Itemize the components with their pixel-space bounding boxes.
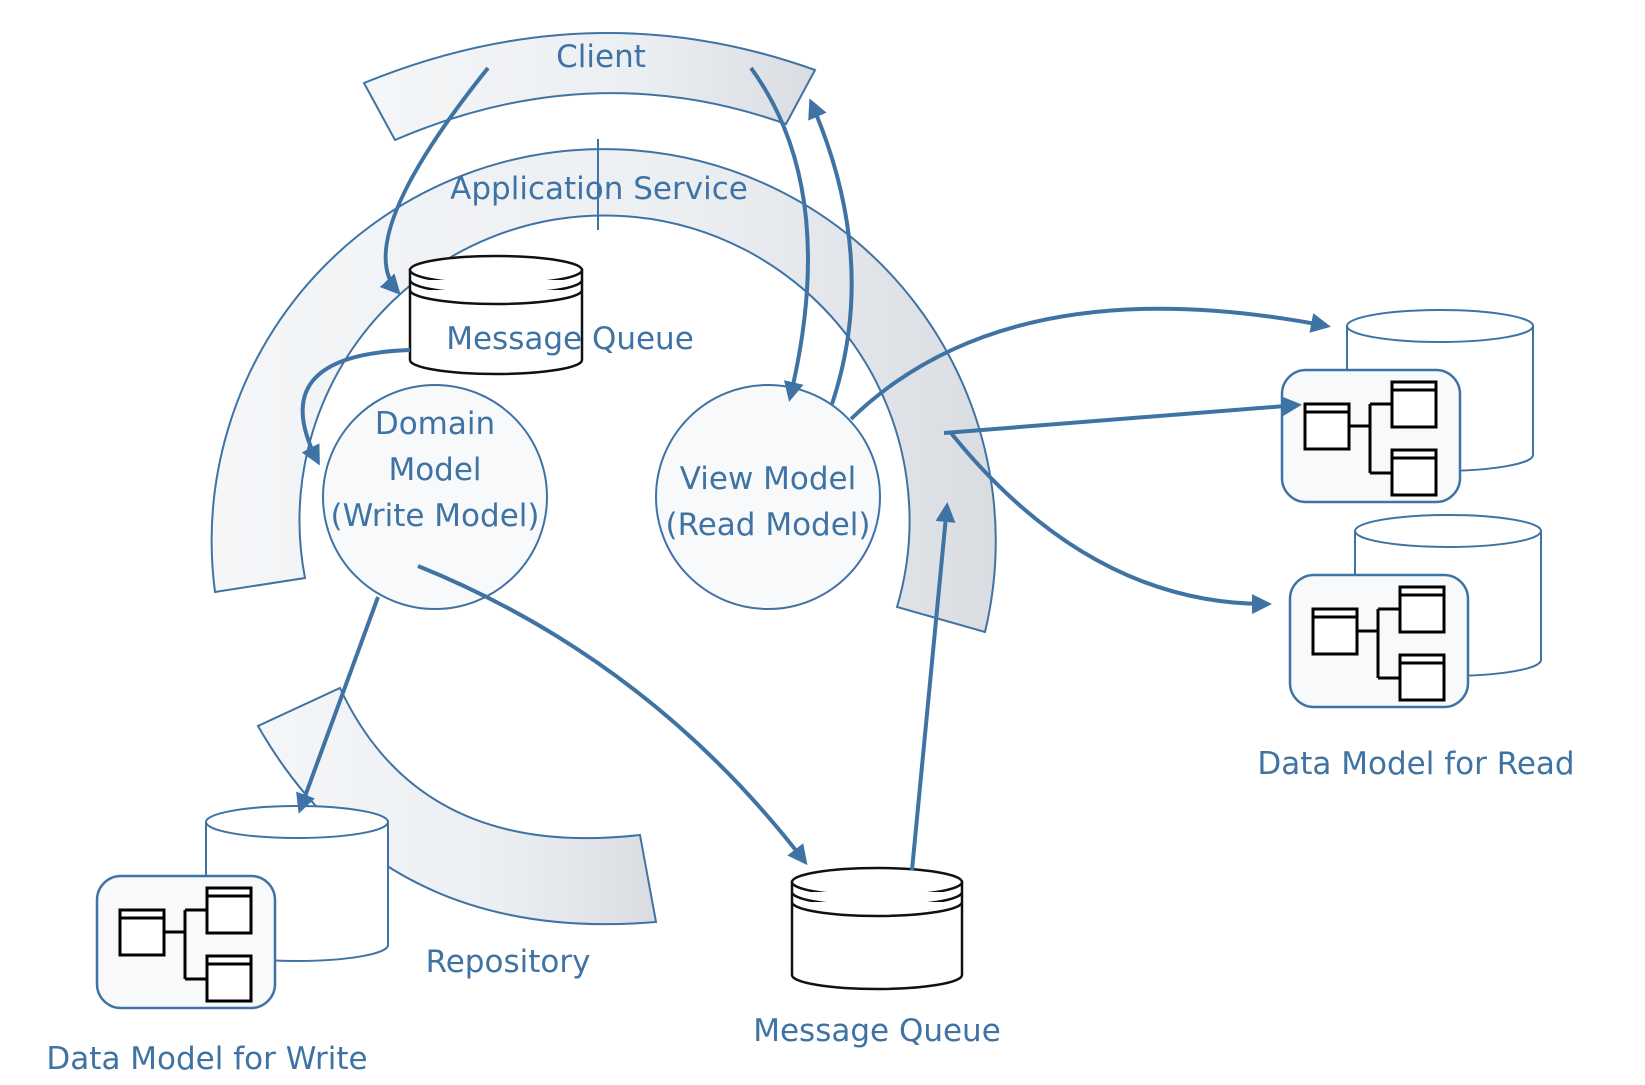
arrow-domain-model-to-message-queue	[417, 564, 808, 866]
domain-model-label-line-1: Domain	[375, 406, 495, 442]
uml-class-diagram-icon	[1303, 380, 1438, 497]
uml-class-diagram-icon	[1311, 585, 1446, 702]
view-model-label-line-1: View Model	[680, 461, 857, 497]
arrow-message-queue-to-app-service	[910, 502, 956, 871]
domain-model-label-line-3: (Write Model)	[331, 498, 540, 534]
data-model-read-card-1	[1280, 368, 1462, 504]
arrow-view-model-to-client	[808, 98, 854, 405]
repository-label: Repository	[426, 944, 591, 980]
data-model-read-card-2	[1288, 573, 1470, 709]
data-model-read-label: Data Model for Read	[1257, 746, 1574, 782]
arrow-domain-model-to-repository	[296, 596, 380, 814]
client-label: Client	[556, 39, 646, 75]
message-queue-bottom-icon	[790, 866, 964, 991]
message-queue-bottom-label: Message Queue	[753, 1013, 1001, 1049]
view-model-circle	[655, 384, 881, 610]
domain-model-label-line-2: Model	[388, 452, 481, 488]
domain-model-circle	[322, 384, 548, 610]
arrow-view-model-to-read-db	[849, 306, 1331, 421]
uml-class-diagram-icon	[118, 886, 253, 1003]
application-service-label: Application Service	[450, 171, 748, 207]
application-service-band	[210, 148, 997, 634]
client-band	[362, 32, 817, 142]
arrow-client-to-message-queue	[379, 66, 490, 295]
data-model-write-card	[95, 874, 277, 1010]
arrow-app-service-to-read-card-2	[949, 431, 1272, 615]
data-model-write-label: Data Model for Write	[46, 1041, 367, 1077]
message-queue-top-icon	[408, 254, 584, 376]
arrow-client-to-view-model	[749, 66, 810, 402]
message-queue-top-label: Message Queue	[446, 321, 694, 357]
arrow-app-service-to-read-card-1	[943, 396, 1302, 435]
view-model-label-line-2: (Read Model)	[665, 507, 870, 543]
arrow-message-queue-to-domain-model	[300, 348, 411, 466]
